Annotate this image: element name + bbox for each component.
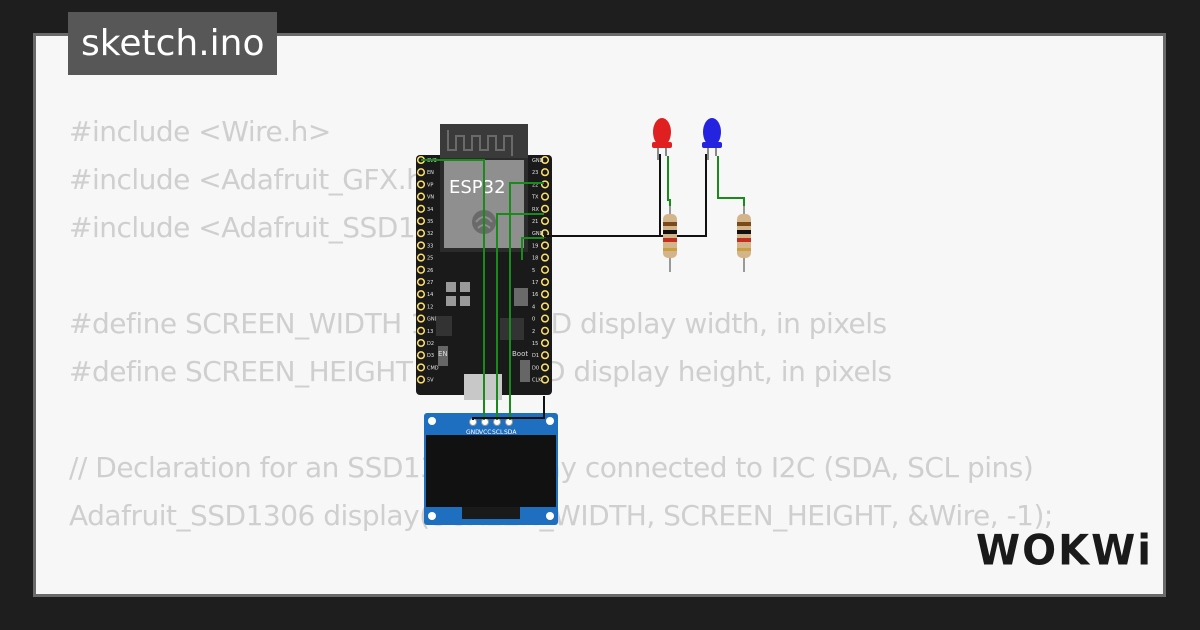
left-pin[interactable] <box>416 229 426 238</box>
left-pin-label: D2 <box>427 341 434 347</box>
left-pin-label: 35 <box>427 219 433 225</box>
left-pin-label: GND <box>427 317 439 323</box>
left-pin-label: 12 <box>427 304 433 310</box>
oled-display[interactable]: GND VCC SCL SDA <box>424 413 558 525</box>
code-line: #include <Wire.h> <box>69 115 331 148</box>
right-pin-label: 18 <box>532 256 538 262</box>
right-pin[interactable] <box>540 192 550 201</box>
right-pin[interactable] <box>540 204 550 213</box>
left-pin-label: CMD <box>427 365 439 371</box>
left-pin[interactable] <box>416 192 426 201</box>
left-pin[interactable] <box>416 363 426 372</box>
left-pin[interactable] <box>416 180 426 189</box>
left-pin-label: 5V <box>427 378 434 384</box>
right-pin-label: 22 <box>532 182 538 188</box>
left-pin-label: EN <box>427 170 434 176</box>
right-pin[interactable] <box>540 314 550 323</box>
green-wires <box>421 156 745 420</box>
right-pin[interactable] <box>540 241 550 250</box>
right-pin-label: 5 <box>532 268 535 274</box>
right-pin-label: 4 <box>532 304 535 310</box>
left-pin[interactable] <box>416 351 426 360</box>
red-led[interactable] <box>652 118 672 160</box>
right-pin[interactable] <box>540 351 550 360</box>
left-pin-label: 27 <box>427 280 433 286</box>
right-pin-label: 23 <box>532 170 538 176</box>
wokwi-logo: WOKWi <box>976 526 1153 576</box>
right-pin[interactable] <box>540 253 550 262</box>
en-button[interactable] <box>438 346 448 366</box>
file-tab[interactable]: sketch.ino <box>68 12 278 75</box>
right-pin-label: 19 <box>532 243 538 249</box>
esp32-label: ESP32 <box>449 177 506 198</box>
black-wires <box>472 154 707 420</box>
left-pin[interactable] <box>416 326 426 335</box>
right-pin[interactable] <box>540 302 550 311</box>
oled-pin-vcc: VCC <box>479 429 491 436</box>
right-pin-label: GND <box>532 158 544 164</box>
right-pin-label: 16 <box>532 292 538 298</box>
right-pin-label: 0 <box>532 317 535 323</box>
resistor-2[interactable] <box>737 206 751 272</box>
left-pin-label: VP <box>427 182 433 188</box>
right-pin[interactable] <box>540 216 550 226</box>
left-pin[interactable] <box>416 302 426 311</box>
boot-label: Boot <box>512 350 528 358</box>
left-pin[interactable] <box>416 375 426 384</box>
left-pin-label: 14 <box>427 292 433 298</box>
en-label: EN <box>438 350 448 358</box>
right-pin-label: D1 <box>532 353 539 359</box>
right-pin[interactable] <box>540 290 550 299</box>
oled-pin-scl: SCL <box>492 429 504 436</box>
left-pin[interactable] <box>416 314 426 323</box>
left-pin[interactable] <box>416 265 426 274</box>
preview-card: #include <Wire.h> #include <Adafruit_GFX.… <box>33 33 1166 597</box>
left-pin[interactable] <box>416 241 426 250</box>
code-editor[interactable]: #include <Wire.h> #include <Adafruit_GFX.… <box>69 108 1053 594</box>
left-pin-label: 33 <box>427 243 433 249</box>
right-pin-label: 2 <box>532 329 535 335</box>
right-pin[interactable] <box>540 338 550 348</box>
right-pin[interactable] <box>540 168 550 177</box>
right-pin-label: 17 <box>532 280 538 286</box>
right-pin[interactable] <box>540 326 550 335</box>
left-pin-label: 25 <box>427 256 433 262</box>
right-pin[interactable] <box>540 265 550 274</box>
left-pin-label: 13 <box>427 329 433 335</box>
blue-led[interactable] <box>702 118 722 160</box>
right-pin[interactable] <box>540 375 550 384</box>
left-pin[interactable] <box>416 216 426 226</box>
right-pin-label: TX <box>531 195 539 201</box>
left-pin-label: D3 <box>427 353 434 359</box>
left-pin[interactable] <box>416 168 426 177</box>
oled-pin-sda: SDA <box>504 429 517 436</box>
left-pin-label: 32 <box>427 231 433 237</box>
bottom-strip <box>0 597 1200 630</box>
left-pin[interactable] <box>416 204 426 213</box>
right-pin-label: D0 <box>532 365 539 371</box>
right-pin-label: GND <box>532 231 544 237</box>
left-pin[interactable] <box>416 253 426 262</box>
boot-button[interactable] <box>520 360 530 382</box>
left-pin[interactable] <box>416 277 426 287</box>
right-pin[interactable] <box>540 277 550 287</box>
right-pin-label: 15 <box>532 341 538 347</box>
right-pin-label: CLK <box>532 378 542 384</box>
left-pin-label: VN <box>427 195 434 201</box>
right-pin-label: RX <box>532 207 539 213</box>
right-pin[interactable] <box>540 363 550 372</box>
right-pin-label: 21 <box>532 219 538 225</box>
code-line: #include <Adafruit_GFX.h> <box>69 163 447 196</box>
right-pin[interactable] <box>540 155 550 165</box>
left-pin-label: 26 <box>427 268 433 274</box>
left-pin-label: 34 <box>427 207 433 213</box>
left-pin[interactable] <box>416 338 426 348</box>
left-pin[interactable] <box>416 290 426 299</box>
oled-pin-gnd: GND <box>466 429 480 436</box>
resistor-1[interactable] <box>663 206 677 272</box>
